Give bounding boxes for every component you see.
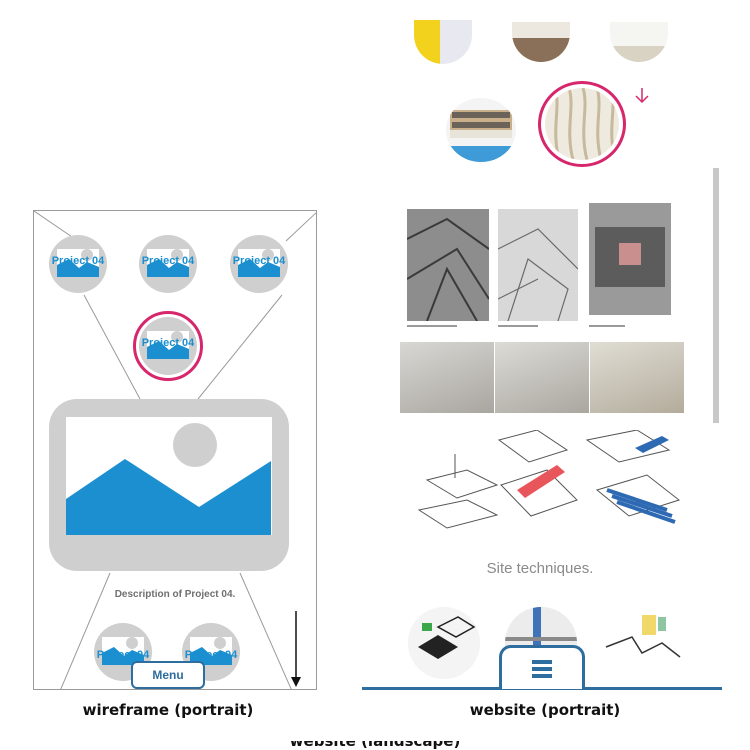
project-thumb-cropped[interactable] [610, 22, 668, 62]
menu-button[interactable]: Menu [131, 661, 205, 689]
wireframe-caption: wireframe (portrait) [82, 701, 254, 719]
model-photo [545, 88, 619, 160]
selected-ring [133, 311, 203, 381]
project-thumb-building[interactable] [446, 98, 516, 162]
image-placeholder-icon [57, 249, 99, 277]
project-label: Project 04 [96, 649, 150, 661]
drawing-caption-line [498, 325, 538, 327]
section-caption: Site techniques. [486, 560, 594, 577]
bottom-caption-text: website (landscape) [289, 741, 461, 750]
drawing-caption-line [589, 325, 625, 327]
image-placeholder-icon [147, 331, 189, 359]
project-description: Description of Project 04. [114, 589, 236, 600]
wireframe-project-thumb[interactable]: Project 04 [49, 235, 107, 293]
wireframe-project-thumb[interactable]: Project 04 [94, 623, 152, 681]
project-thumb-cropped[interactable] [414, 20, 472, 64]
wireframe-project-thumb[interactable]: Project 04 [230, 235, 288, 293]
project-label: Project 04 [51, 255, 105, 267]
drawing-image-1 [407, 209, 489, 321]
site-diagrams [417, 430, 681, 529]
drawing-image-2 [498, 209, 578, 321]
project-label: Project 04 [184, 649, 238, 661]
wireframe-frame: Project 04 Project 04 Project 04 Project… [33, 210, 317, 690]
image-placeholder-icon [147, 249, 189, 277]
project-label: Project 04 [141, 255, 195, 267]
model-photo-2 [495, 342, 589, 413]
wireframe-guide-lines [34, 211, 316, 689]
wireframe-project-thumb[interactable]: Project 04 [182, 623, 240, 681]
project-thumb-cropped[interactable] [512, 22, 570, 62]
map-drawing [408, 607, 480, 679]
drawing-image-3 [589, 203, 671, 315]
project-thumb-map[interactable] [408, 607, 480, 679]
image-placeholder-icon [102, 637, 144, 665]
project-label: Project 04 [141, 337, 195, 349]
large-image-placeholder-icon [49, 399, 289, 571]
image-placeholder-icon [190, 637, 232, 665]
hamburger-menu-button[interactable] [499, 645, 585, 689]
bottom-caption-cropped: website (landscape) [250, 741, 500, 750]
scrollbar-thumb[interactable] [713, 168, 719, 423]
wireframe-project-thumb[interactable]: Project 04 [139, 235, 197, 293]
selected-project-thumb-model[interactable] [545, 88, 619, 160]
project-label: Project 04 [232, 255, 286, 267]
hamburger-icon [532, 660, 552, 678]
model-photo-3 [590, 342, 684, 413]
selected-ring [538, 81, 626, 167]
section-drawing[interactable] [602, 607, 684, 679]
arrow-down-icon[interactable] [632, 86, 652, 106]
website-caption: website (portrait) [469, 701, 621, 719]
building-photo [446, 98, 516, 162]
model-photo-1 [400, 342, 494, 413]
image-placeholder-icon [238, 249, 280, 277]
wireframe-selected-project-thumb[interactable]: Project 04 [139, 317, 197, 375]
drawing-caption-line [407, 325, 457, 327]
